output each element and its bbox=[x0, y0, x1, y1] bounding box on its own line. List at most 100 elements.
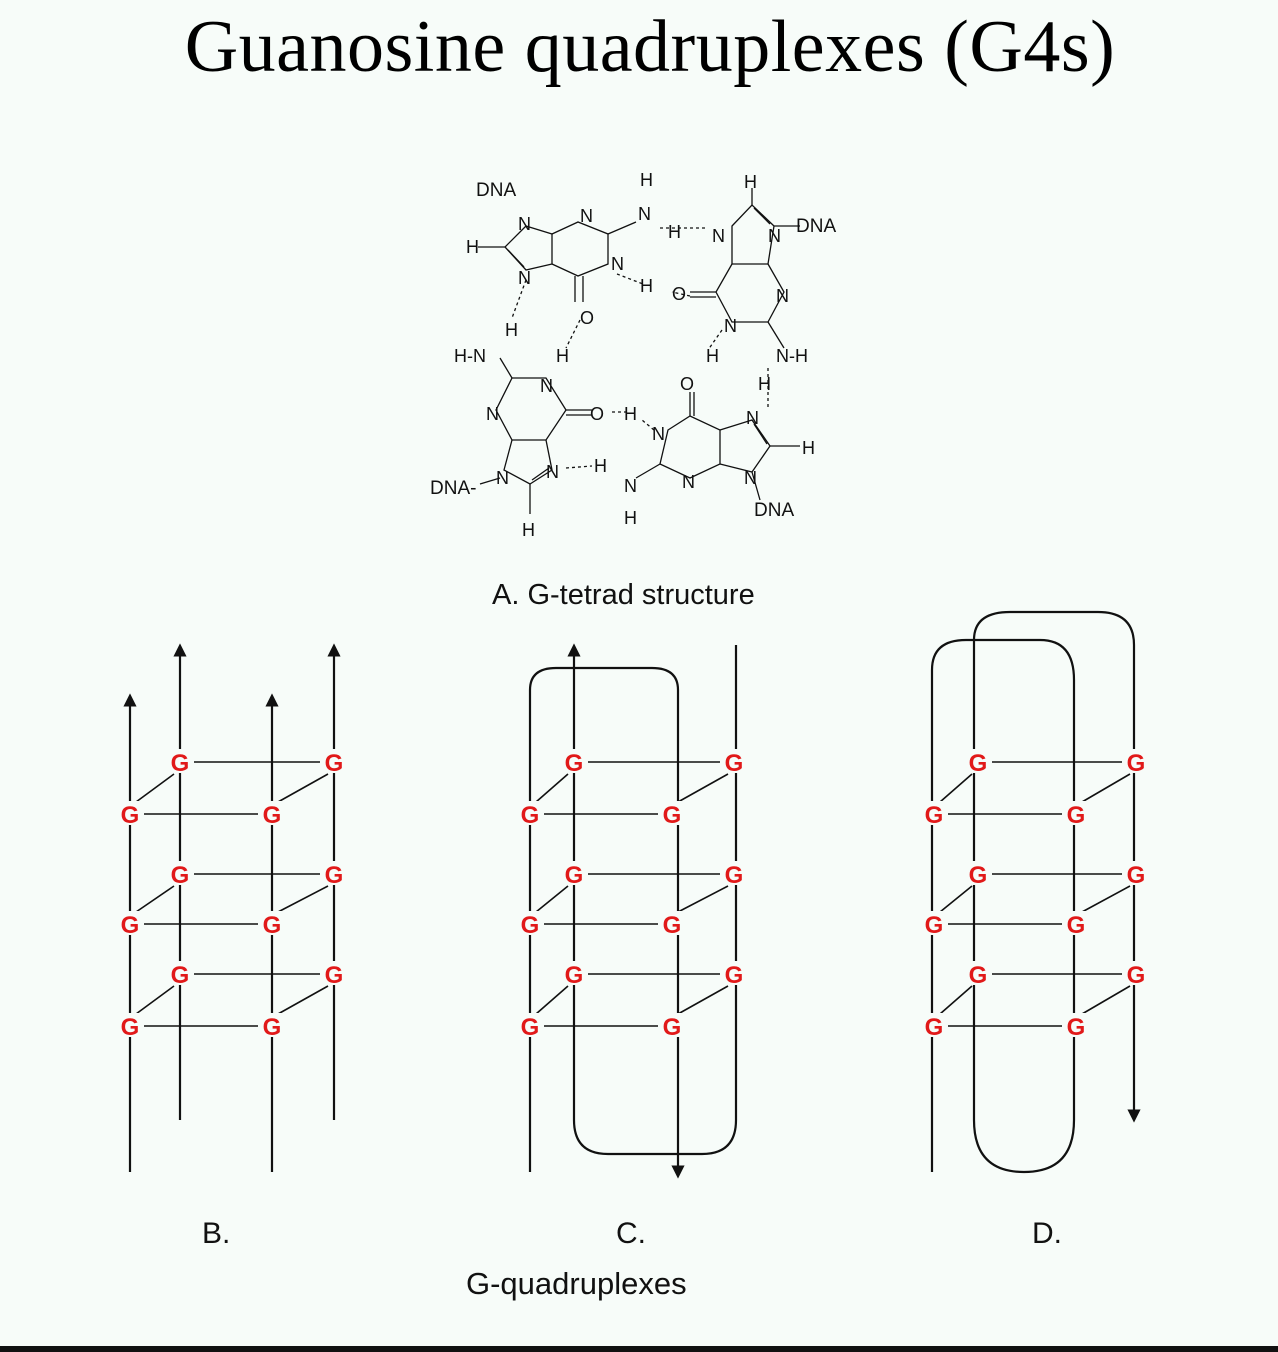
atom-o: O bbox=[580, 308, 594, 328]
guanine-base-label: G bbox=[925, 802, 944, 829]
guanine-base-label: G bbox=[171, 962, 190, 989]
g-label-backdrop bbox=[323, 749, 345, 773]
guanine-top-left bbox=[478, 221, 708, 349]
atom-n: N bbox=[638, 204, 651, 224]
atom-n: N bbox=[724, 316, 737, 336]
atom-o: O bbox=[672, 284, 686, 304]
dna-label-2: DNA bbox=[796, 216, 836, 237]
atom-nh: N-H bbox=[776, 346, 808, 366]
slide-title: Guanosine quadruplexes (G4s) bbox=[184, 6, 1116, 88]
atom-o: O bbox=[590, 404, 604, 424]
g-label-backdrop bbox=[119, 1013, 141, 1037]
atom-n: N bbox=[496, 468, 509, 488]
atom-n: N bbox=[682, 472, 695, 492]
g-label-backdrop bbox=[261, 1013, 283, 1037]
g-label-backdrop bbox=[1125, 861, 1147, 885]
g-label-backdrop bbox=[563, 749, 585, 773]
guanine-base-label: G bbox=[263, 802, 282, 829]
guanine-base-label: G bbox=[171, 750, 190, 777]
g-label-backdrop bbox=[323, 861, 345, 885]
atom-n: N bbox=[580, 206, 593, 226]
guanine-base-label: G bbox=[263, 1014, 282, 1041]
guanine-base-label: G bbox=[725, 962, 744, 989]
atom-h: H bbox=[668, 222, 681, 242]
atom-hn: H-N bbox=[454, 346, 486, 366]
atom-n: N bbox=[624, 476, 637, 496]
g-label-backdrop bbox=[1065, 1013, 1087, 1037]
g-label-backdrop bbox=[661, 911, 683, 935]
g-label-backdrop bbox=[323, 961, 345, 985]
g-label-backdrop bbox=[169, 749, 191, 773]
guanine-base-label: G bbox=[1067, 802, 1086, 829]
panel-label-b: B. bbox=[202, 1217, 230, 1250]
guanine-base-label: G bbox=[325, 962, 344, 989]
g-label-backdrop bbox=[923, 911, 945, 935]
g-label-backdrop bbox=[967, 861, 989, 885]
guanine-base-label: G bbox=[969, 962, 988, 989]
guanine-top-right bbox=[671, 188, 800, 410]
guanine-base-label: G bbox=[969, 862, 988, 889]
guanine-base-label: G bbox=[121, 1014, 140, 1041]
guanine-base-label: G bbox=[1127, 962, 1146, 989]
guanine-base-label: G bbox=[969, 750, 988, 777]
guanine-base-label: G bbox=[1067, 912, 1086, 939]
g-label-backdrop bbox=[563, 861, 585, 885]
dna-label-1: DNA bbox=[476, 180, 516, 201]
atom-h: H bbox=[522, 520, 535, 540]
atom-n: N bbox=[712, 226, 725, 246]
g-label-backdrop bbox=[661, 801, 683, 825]
guanine-base-label: G bbox=[1067, 1014, 1086, 1041]
g-label-backdrop bbox=[169, 861, 191, 885]
atom-h: H bbox=[744, 172, 757, 192]
guanine-base-label: G bbox=[565, 750, 584, 777]
g-label-backdrop bbox=[1065, 801, 1087, 825]
guanine-base-label: G bbox=[663, 1014, 682, 1041]
guanine-base-label: G bbox=[565, 962, 584, 989]
g-tetrad-structure: DNA DNA DNA DNA- N N N H H N N H H O H H… bbox=[430, 170, 836, 611]
g-tetrad-layer: G G G G bbox=[119, 961, 345, 1041]
g-label-backdrop bbox=[119, 911, 141, 935]
atom-n: N bbox=[776, 286, 789, 306]
tetrad-caption: A. G-tetrad structure bbox=[492, 579, 755, 611]
g-label-backdrop bbox=[1125, 961, 1147, 985]
panel-label-d: D. bbox=[1032, 1217, 1062, 1250]
guanine-base-label: G bbox=[925, 912, 944, 939]
atom-h: H bbox=[758, 374, 771, 394]
guanine-base-label: G bbox=[1127, 862, 1146, 889]
bottom-rule bbox=[0, 1346, 1278, 1352]
guanine-base-label: G bbox=[1127, 750, 1146, 777]
guanine-base-label: G bbox=[663, 912, 682, 939]
panel-label-c: C. bbox=[616, 1217, 646, 1250]
guanine-base-label: G bbox=[725, 862, 744, 889]
atom-n: N bbox=[744, 468, 757, 488]
g-label-backdrop bbox=[519, 801, 541, 825]
atom-n: N bbox=[518, 214, 531, 234]
g-label-backdrop bbox=[967, 749, 989, 773]
atom-n: N bbox=[746, 408, 759, 428]
atom-n: N bbox=[518, 268, 531, 288]
guanine-base-label: G bbox=[521, 1014, 540, 1041]
atom-h: H bbox=[594, 456, 607, 476]
g-label-backdrop bbox=[923, 1013, 945, 1037]
g-label-backdrop bbox=[723, 749, 745, 773]
atom-h: H bbox=[640, 170, 653, 190]
atom-o: O bbox=[680, 374, 694, 394]
guanine-base-label: G bbox=[325, 750, 344, 777]
atom-h: H bbox=[802, 438, 815, 458]
guanine-bottom-left bbox=[479, 357, 628, 514]
atom-h: H bbox=[624, 404, 637, 424]
atom-h: H bbox=[706, 346, 719, 366]
dna-label-4: DNA- bbox=[430, 478, 476, 499]
g-label-backdrop bbox=[119, 801, 141, 825]
atom-n: N bbox=[611, 254, 624, 274]
guanine-base-label: G bbox=[521, 912, 540, 939]
g-label-backdrop bbox=[923, 801, 945, 825]
guanine-base-label: G bbox=[925, 1014, 944, 1041]
g-label-backdrop bbox=[519, 911, 541, 935]
guanine-base-label: G bbox=[121, 802, 140, 829]
